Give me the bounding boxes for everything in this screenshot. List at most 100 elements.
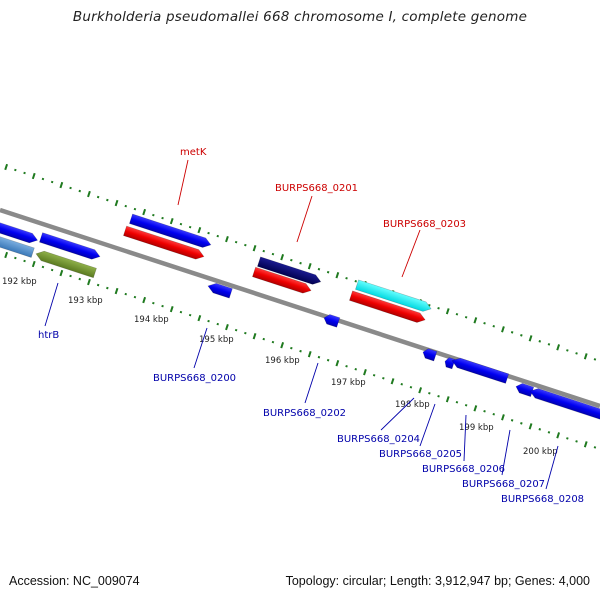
gc-dot (520, 334, 523, 337)
leader-burps668-0206 (463, 414, 467, 462)
gc-dot (372, 373, 376, 377)
gene-left-partial-steel[interactable] (0, 234, 35, 258)
gc-dot (152, 301, 155, 305)
gc-dot (409, 385, 413, 389)
gc-dot (437, 306, 440, 310)
label-burps668-0203[interactable]: BURPS668_0203 (383, 219, 466, 230)
gc-dot (445, 308, 450, 315)
gc-dot (23, 259, 26, 263)
gene-burps668-0201-rna[interactable] (252, 266, 312, 295)
gc-dot (547, 431, 551, 434)
gc-dot (317, 355, 321, 359)
gc-dot (31, 260, 36, 268)
leader-burps668-0202 (304, 362, 319, 404)
gc-dot (483, 410, 486, 413)
gc-dot (326, 358, 330, 362)
tick-195: 195 kbp (199, 335, 234, 345)
gc-dot (87, 278, 91, 286)
gc-dot (317, 267, 321, 271)
gc-dot (280, 342, 285, 349)
gc-dot (510, 419, 514, 422)
gc-dot (354, 367, 358, 371)
label-metk[interactable]: metK (180, 147, 207, 158)
gc-dot (4, 163, 9, 171)
leader-burps668-0207 (501, 429, 511, 476)
gc-dot (307, 263, 312, 270)
tick-199: 199 kbp (459, 423, 494, 433)
label-burps668-0204[interactable]: BURPS668_0204 (337, 434, 420, 445)
gene-burps668-0208[interactable] (528, 386, 600, 425)
gc-dot (455, 313, 459, 316)
gc-dot (262, 249, 266, 253)
gene-burps668-0203-rna[interactable] (349, 290, 426, 325)
gc-dot (290, 258, 293, 262)
gc-dot (78, 189, 82, 193)
label-burps668-0201[interactable]: BURPS668_0201 (275, 183, 358, 194)
gene-left-partial-a[interactable] (0, 219, 39, 245)
gc-dot (528, 423, 533, 430)
gc-dot (169, 217, 174, 225)
gc-dot (473, 405, 478, 412)
tick-196: 196 kbp (265, 356, 300, 366)
gene-burps668-0204[interactable] (421, 347, 438, 362)
gc-dot (197, 314, 202, 322)
gc-dot (207, 319, 210, 323)
gene-burps668-0203-cds[interactable] (355, 279, 432, 314)
gene-metk-cds[interactable] (129, 213, 212, 250)
label-burps668-0208[interactable]: BURPS668_0208 (501, 494, 584, 505)
gene-burps668-0201-cds[interactable] (257, 256, 322, 287)
gc-dot (87, 190, 91, 198)
gc-dot (96, 283, 100, 287)
gc-dot (345, 276, 348, 280)
gene-burps668-0200[interactable] (206, 281, 233, 299)
gc-dot (483, 322, 486, 325)
backbone-line (0, 207, 600, 409)
gc-dot (106, 286, 109, 290)
gc-dot (14, 256, 17, 260)
gc-dot (207, 231, 210, 235)
gc-dot (114, 287, 119, 295)
leader-htrb (44, 282, 59, 327)
gc-dot (59, 269, 64, 277)
label-burps668-0207[interactable]: BURPS668_0207 (462, 479, 545, 490)
scale-labels: 192 kbp 193 kbp 194 kbp 195 kbp 196 kbp … (2, 277, 558, 457)
gc-dot (133, 295, 137, 299)
gc-dot (179, 222, 183, 226)
tick-192: 192 kbp (2, 277, 37, 287)
gc-dot (520, 422, 523, 425)
gc-dot (142, 296, 147, 304)
label-burps668-0200[interactable]: BURPS668_0200 (153, 373, 236, 384)
gene-burps668-0205[interactable] (443, 357, 456, 370)
gc-dot (69, 186, 72, 190)
gc-dot (50, 180, 54, 184)
leader-burps668-0203 (401, 229, 421, 278)
gene-burps668-0202[interactable] (322, 313, 341, 328)
gc-dot (455, 401, 459, 404)
gc-dot (161, 304, 164, 308)
gc-dot (390, 378, 395, 385)
gc-dot (50, 268, 54, 272)
gene-htrb[interactable] (34, 249, 97, 279)
label-burps668-0202[interactable]: BURPS668_0202 (263, 408, 346, 419)
gc-dot (252, 332, 257, 340)
gc-dot (464, 316, 468, 319)
gc-dot (382, 376, 385, 380)
gc-dot (538, 428, 542, 431)
tick-200: 200 kbp (523, 447, 558, 457)
label-burps668-0206[interactable]: BURPS668_0206 (422, 464, 505, 475)
label-burps668-0205[interactable]: BURPS668_0205 (379, 449, 462, 460)
gc-dot (510, 331, 514, 334)
gc-dot (538, 340, 542, 343)
gene-metk-rna[interactable] (123, 225, 205, 261)
gene-left-partial-b[interactable] (39, 232, 101, 262)
gc-dot (23, 171, 26, 175)
gc-dot (41, 177, 45, 181)
gc-dot (445, 396, 450, 403)
gene-burps668-0206[interactable] (450, 356, 510, 384)
tick-194: 194 kbp (134, 315, 169, 325)
gc-dot (161, 216, 164, 220)
leader-metk (177, 159, 189, 206)
gc-dot (216, 322, 220, 326)
label-htrb[interactable]: htrB (38, 330, 59, 341)
